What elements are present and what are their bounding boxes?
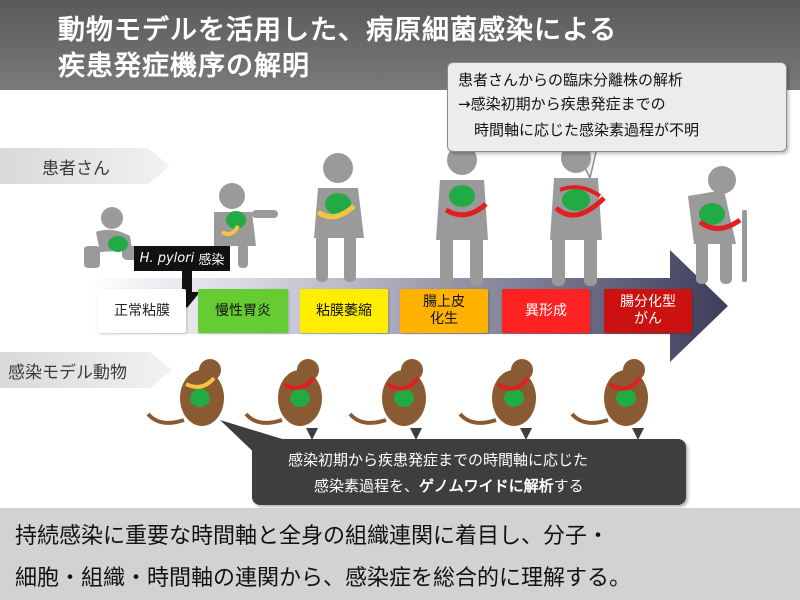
rat-3: [350, 359, 426, 426]
stage-dysplasia: 異形成: [502, 289, 590, 333]
bottom-callout-line-2: 感染素過程を、ゲノムワイドに解析する: [314, 475, 584, 496]
adult-figure: [436, 145, 488, 286]
bottom-callout-suffix: する: [554, 477, 584, 495]
elderly-figure: [688, 166, 747, 284]
stage-label: 正常粘膜: [114, 303, 170, 320]
top-callout-line-3: 時間軸に応じた感染素過程が不明: [474, 119, 699, 140]
stage-chronic-gastritis: 慢性胃炎: [198, 289, 288, 333]
animal-model-label: 感染モデル動物: [8, 358, 127, 383]
infection-label: H. pylori 感染: [134, 246, 230, 271]
top-callout-line-1: 患者さんからの臨床分離株の解析: [458, 69, 683, 90]
stage-mucosal-atrophy: 粘膜萎縮: [300, 289, 388, 333]
rat-4: [460, 359, 536, 426]
bottom-callout: 感染初期から疾患発症までの時間軸に応じた 感染素過程を、ゲノムワイドに解析する: [252, 439, 686, 505]
bottom-callout-prefix: 感染素過程を、: [314, 477, 419, 495]
top-callout: 患者さんからの臨床分離株の解析 →感染初期から疾患発症までの 時間軸に応じた感染…: [447, 62, 787, 152]
patient-label: 患者さん: [42, 154, 110, 179]
stage-intestinal-cancer: 腸分化型 がん: [604, 289, 692, 333]
top-callout-line-2: →感染初期から疾患発症までの: [458, 93, 666, 114]
stage-intestinal-metaplasia: 腸上皮 化生: [400, 289, 488, 333]
stage-label: 腸上皮 化生: [423, 294, 465, 328]
infection-label-text: 感染: [194, 249, 224, 268]
stage-label: 慢性胃炎: [215, 303, 271, 320]
bottom-callout-line-1: 感染初期から疾患発症までの時間軸に応じた: [288, 449, 588, 470]
bottom-callout-highlight: ゲノムワイドに解析: [419, 477, 554, 495]
stage-label: 異形成: [525, 303, 567, 320]
teen-figure: [314, 153, 364, 282]
summary-footer: 持続感染に重要な時間軸と全身の組織連関に着目し、分子・ 細胞・組織・時間軸の連関…: [0, 508, 800, 600]
stage-normal-mucosa: 正常粘膜: [98, 289, 186, 333]
rat-2: [246, 359, 322, 426]
middle-aged-figure: [550, 143, 604, 286]
rat-5: [572, 359, 648, 426]
infection-label-organism: H. pylori: [140, 251, 195, 266]
stage-label: 腸分化型 がん: [620, 294, 676, 328]
summary-line-2: 細胞・組織・時間軸の連関から、感染症を総合的に理解する。: [15, 560, 631, 592]
stage-label: 粘膜萎縮: [316, 303, 372, 320]
summary-line-1: 持続感染に重要な時間軸と全身の組織連関に着目し、分子・: [15, 518, 609, 550]
